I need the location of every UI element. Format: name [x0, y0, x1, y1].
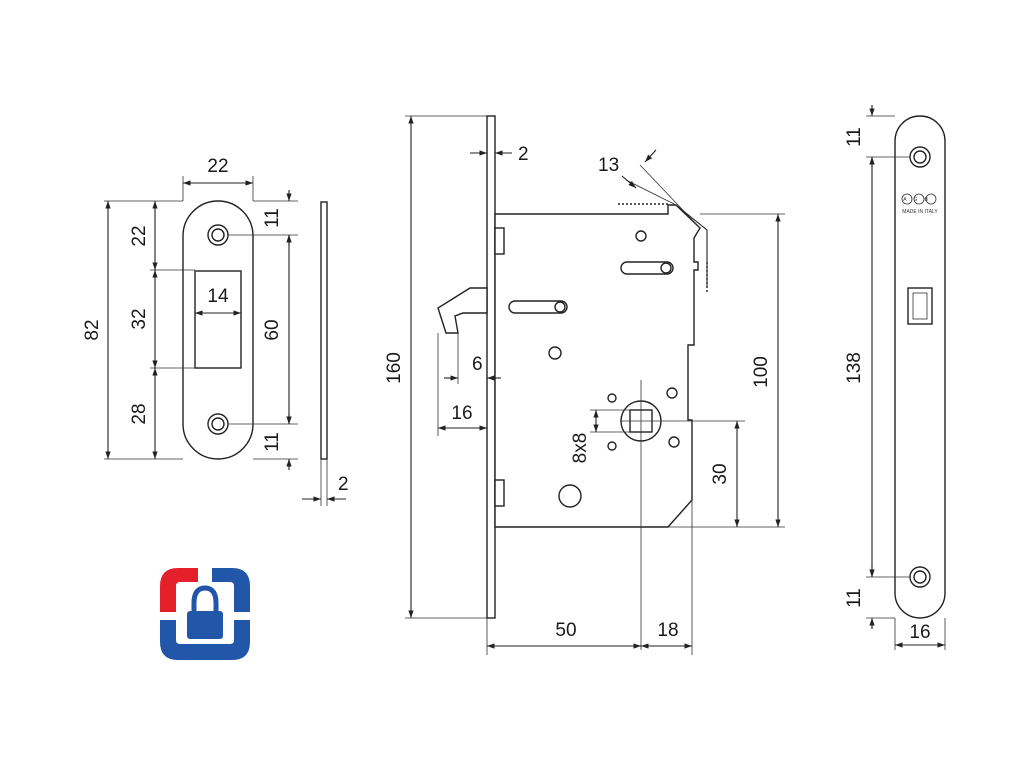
- dim-faceplate-height: 160: [384, 352, 405, 384]
- faceplate-front-outline: [894, 115, 946, 619]
- strike-window: [194, 270, 242, 369]
- dim-strike-middle-section: 32: [129, 308, 150, 329]
- dim-front-width: 16: [909, 622, 930, 643]
- strike-bottom-hole-inner: [211, 417, 225, 431]
- dim-latch-size: 13: [598, 155, 619, 176]
- latch-bolt: [437, 287, 488, 334]
- strike-plate: 22 82 22 32 28 14 60 11 11: [82, 156, 298, 470]
- dim-front-bottom-offset: 11: [844, 588, 865, 608]
- dim-backset: 50: [555, 620, 576, 641]
- logo-blue-corner-top: [212, 568, 250, 612]
- latch-opening: [907, 287, 933, 325]
- lock-case: [494, 204, 701, 528]
- brand-mark: AGB MADE IN ITALY: [901, 193, 938, 215]
- lock-body: 2 13 160 100 6 16 8x8 30 50 18: [384, 115, 785, 655]
- dim-strike-total-height: 82: [82, 319, 103, 340]
- padlock-shackle: [191, 585, 219, 612]
- brand-text: AGB: [903, 197, 935, 203]
- dim-latch-tip: 6: [472, 354, 483, 375]
- dim-strike-bottom-hole-offset: 11: [262, 432, 283, 452]
- origin-text: MADE IN ITALY: [902, 209, 938, 215]
- dim-strike-window-width: 14: [207, 286, 229, 307]
- strike-top-hole-inner: [211, 228, 225, 242]
- faceplate-front: AGB MADE IN ITALY 11 138 11 16: [844, 105, 946, 650]
- dim-strike-top-hole-offset: 11: [262, 208, 283, 228]
- dim-faceplate-thickness: 2: [518, 144, 529, 165]
- lock-faceplate: [486, 115, 496, 619]
- side-plate: 2: [302, 201, 349, 506]
- dim-spindle-height: 30: [710, 463, 731, 484]
- dim-front-top-offset: 11: [844, 127, 865, 147]
- middle-slot: [508, 300, 568, 314]
- brand-logo: [160, 568, 250, 660]
- dim-strike-width: 22: [207, 156, 228, 177]
- dim-strike-hole-spacing: 60: [262, 319, 283, 340]
- bottom-screw-tab: [494, 479, 505, 507]
- upper-slot: [620, 261, 674, 275]
- lower-hole: [558, 484, 582, 508]
- top-screw-tab: [494, 227, 505, 255]
- dim-case-height: 100: [751, 356, 772, 388]
- dim-side-plate-thickness: 2: [338, 474, 349, 495]
- dim-rear-offset: 18: [657, 620, 678, 641]
- dim-spindle: 8x8: [570, 433, 591, 464]
- dim-strike-bottom-section: 28: [129, 403, 150, 424]
- logo-red-corner: [160, 568, 198, 612]
- dim-front-hole-spacing: 138: [844, 352, 865, 384]
- dim-strike-top-section: 22: [129, 225, 150, 246]
- padlock-icon: [187, 611, 223, 639]
- side-plate-outline: [320, 201, 328, 460]
- logo-blue-bottom: [160, 620, 250, 660]
- dim-latch-projection: 16: [451, 403, 472, 424]
